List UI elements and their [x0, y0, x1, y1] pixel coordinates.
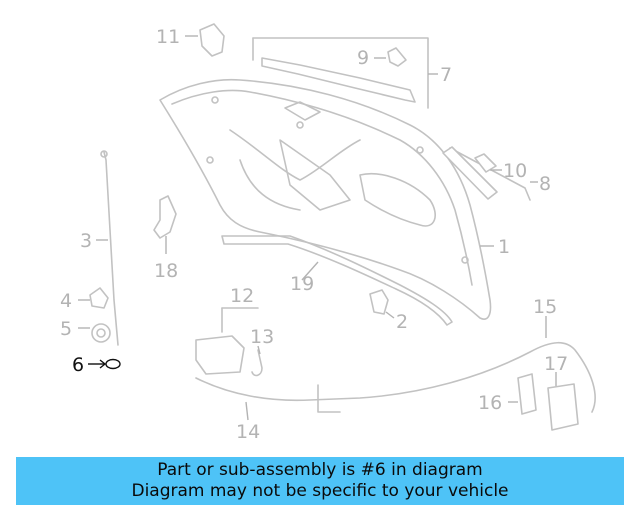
- callout-7: 7: [440, 64, 452, 86]
- leader-2: [385, 311, 395, 319]
- hood-seal: [221, 235, 453, 326]
- bracket-18: [153, 195, 177, 239]
- callout-4: 4: [60, 290, 72, 312]
- clip-4: [89, 287, 109, 309]
- callout-18: 18: [154, 260, 178, 282]
- callout-8: 8: [539, 173, 551, 195]
- callout-13: 13: [250, 326, 274, 348]
- hood-panel: [159, 78, 492, 320]
- callout-12: 12: [230, 285, 254, 307]
- handle-17: [547, 383, 579, 431]
- callout-5: 5: [60, 318, 72, 340]
- banner-line-part: Part or sub-assembly is #6 in diagram: [157, 460, 483, 480]
- callout-9: 9: [357, 47, 369, 69]
- callout-16: 16: [478, 392, 502, 414]
- callout-11: 11: [156, 26, 180, 48]
- bumper-5: [91, 323, 111, 343]
- callout-15: 15: [533, 296, 557, 318]
- banner-line-disclaimer: Diagram may not be specific to your vehi…: [131, 481, 509, 501]
- callout-6: 6: [72, 354, 84, 376]
- front-weatherstrip: [252, 37, 429, 109]
- callout-19: 19: [290, 273, 314, 295]
- callout-3: 3: [80, 230, 92, 252]
- callout-10: 10: [503, 160, 527, 182]
- latch-12: [195, 307, 259, 375]
- leader-19: [301, 261, 319, 281]
- leader-13: [257, 345, 261, 355]
- callout-2: 2: [396, 311, 408, 333]
- hook-13: [251, 349, 263, 377]
- callout-14: 14: [236, 421, 260, 443]
- clip-9: [387, 47, 407, 67]
- clip-10: [474, 153, 497, 173]
- release-cable: [195, 341, 596, 413]
- clip-11: [199, 23, 225, 57]
- bracket-16: [517, 373, 537, 415]
- leader-14: [245, 401, 249, 421]
- callout-17: 17: [544, 353, 568, 375]
- part-6-highlighted: [105, 358, 121, 370]
- side-seal: [442, 146, 531, 201]
- info-banner: Part or sub-assembly is #6 in diagram Di…: [16, 457, 624, 505]
- leader-6-arrow: [99, 359, 107, 369]
- callout-1: 1: [498, 236, 510, 258]
- prop-rod: [100, 150, 119, 346]
- parts-diagram: 11 9 7 10 8 1 3 18 19 4 12 15 2 5 13 6 1…: [60, 23, 596, 443]
- bolt-2: [369, 289, 389, 315]
